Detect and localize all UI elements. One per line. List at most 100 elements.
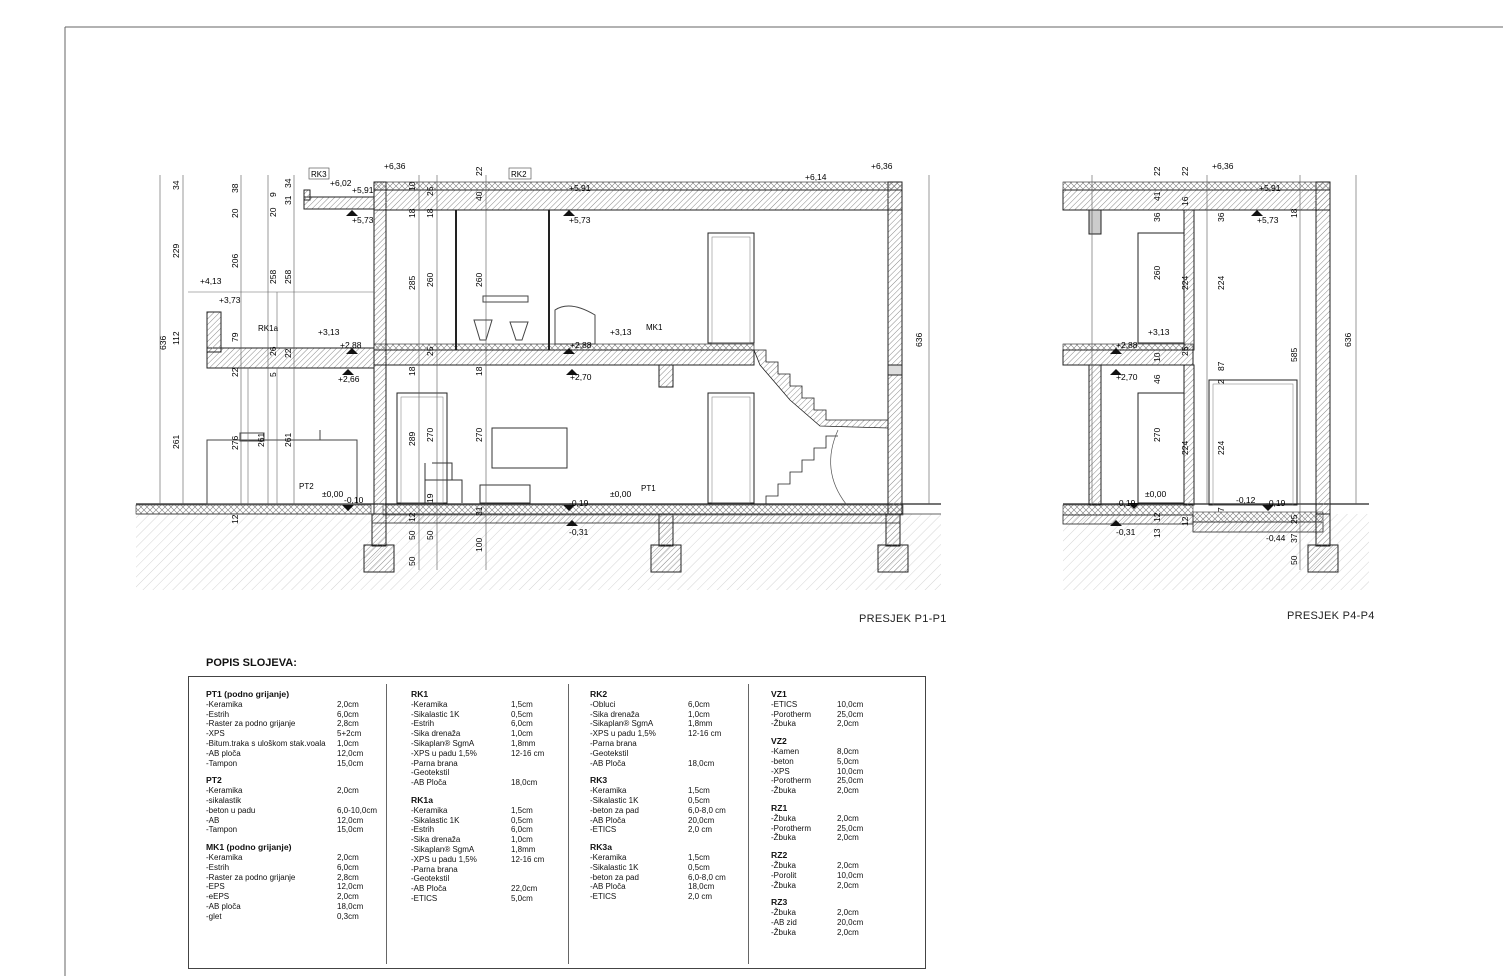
layer-name: -Sikaplan® SgmA (411, 738, 475, 748)
layer-thickness: 6,0cm (688, 699, 710, 709)
layer-name: -ETICS (411, 893, 438, 903)
dim-label: 22 (283, 348, 293, 358)
layer-thickness: 2,0cm (337, 699, 359, 709)
layer-name: -Porolit (771, 870, 797, 880)
dim-label: 31 (474, 506, 484, 516)
layer-thickness: 12,0cm (337, 882, 364, 892)
layer-name: -Keramika (590, 786, 627, 796)
dim-label: 260 (425, 273, 435, 287)
layer-thickness: 10,0cm (837, 870, 864, 880)
dim-label: 22 (474, 166, 484, 176)
layer-thickness: 6,0-10,0cm (337, 805, 378, 815)
layer-group-title: RK1 (411, 689, 429, 699)
layer-name: -XPS u padu 1,5% (411, 748, 477, 758)
layer-thickness: 1,5cm (511, 699, 533, 709)
layer-name: -XPS (206, 729, 225, 739)
dim-label: 18 (474, 366, 484, 376)
dim-label: 50 (407, 556, 417, 566)
layer-name: -Geotekstil (411, 874, 450, 884)
level-label: -0,19 (569, 498, 589, 508)
layer-group-title: RK1a (411, 794, 433, 805)
layer-thickness: 2,0cm (837, 813, 859, 823)
level-label: +5,91 (569, 183, 591, 193)
layer-thickness: 1,5cm (688, 786, 710, 796)
dim-label: 34 (171, 180, 181, 190)
dim-label: 2 (1216, 379, 1226, 384)
dim-label: 16 (1180, 196, 1190, 206)
layer-name: -AB Ploča (590, 758, 626, 768)
level-label: +2,70 (1116, 372, 1138, 382)
dim-label: 22 (1152, 166, 1162, 176)
layer-thickness: 18,0cm (511, 778, 538, 788)
dim-label: 36 (1216, 212, 1226, 222)
dim-label: 261 (256, 433, 266, 447)
level-label: ±0,00 (322, 489, 343, 499)
layer-name: -Porotherm (771, 709, 812, 719)
staircase (753, 349, 889, 429)
layer-name: -AB Ploča (590, 815, 626, 825)
layer-name: -Tampon (206, 758, 238, 768)
layer-thickness: 20,0cm (688, 815, 715, 825)
layer-thickness: 18,0cm (688, 882, 715, 892)
layer-thickness: 5+2cm (337, 729, 362, 739)
layer-group-title: PT2 (206, 775, 222, 786)
dim-label: 18 (407, 208, 417, 218)
layer-name: -Sikalastic 1K (411, 709, 460, 719)
layer-row: -XPS u padu 1,5% 12-16 cm (411, 749, 581, 759)
layer-thickness: 2,8cm (337, 719, 359, 729)
layer-group-title: RZ1 (771, 802, 788, 813)
level-label: +5,73 (1257, 215, 1279, 225)
layer-row: -Parna brana (411, 759, 581, 769)
dim-label: 22 (1180, 166, 1190, 176)
layer-thickness: 2,0cm (337, 892, 359, 902)
layer-group-title: VZ1 (771, 689, 787, 699)
dim-label: 270 (1152, 428, 1162, 442)
dim-label: 258 (283, 270, 293, 284)
dim-label: 5 (268, 372, 278, 377)
layer-thickness: 12,0cm (337, 748, 364, 758)
layer-name: -beton za pad (590, 805, 639, 815)
dim-label: 50 (407, 530, 417, 540)
layer-thickness: 12,0cm (337, 815, 364, 825)
layer-thickness: 10,0cm (837, 766, 864, 776)
layer-group-title: PT1 (podno grijanje) (206, 689, 290, 699)
layer-name: -Estrih (206, 862, 230, 872)
layer-name: -Bitum.traka s uloškom stak.voala (206, 738, 326, 748)
dim-label: 34 (283, 178, 293, 188)
dim-label: 270 (474, 428, 484, 442)
layer-tag: RK1a (258, 324, 279, 333)
dim-label: 26 (268, 346, 278, 356)
layer-name: -sikalastik (206, 795, 242, 805)
layer-thickness: 22,0cm (511, 884, 538, 894)
layer-thickness: 2,0cm (337, 786, 359, 796)
layer-thickness: 2,0cm (837, 880, 859, 890)
dim-label: 100 (474, 538, 484, 552)
layer-row: -XPS u padu 1,5%12-16 cm (411, 855, 581, 865)
dim-label: 50 (1289, 555, 1299, 565)
dim-label: 18 (425, 208, 435, 218)
layer-thickness: 1,0cm (511, 835, 533, 845)
layer-thickness: 1,8mm (688, 719, 713, 729)
layer-name: -Sikaplan® SgmA (590, 719, 654, 729)
layer-thickness: 12-16 cm (511, 748, 545, 758)
